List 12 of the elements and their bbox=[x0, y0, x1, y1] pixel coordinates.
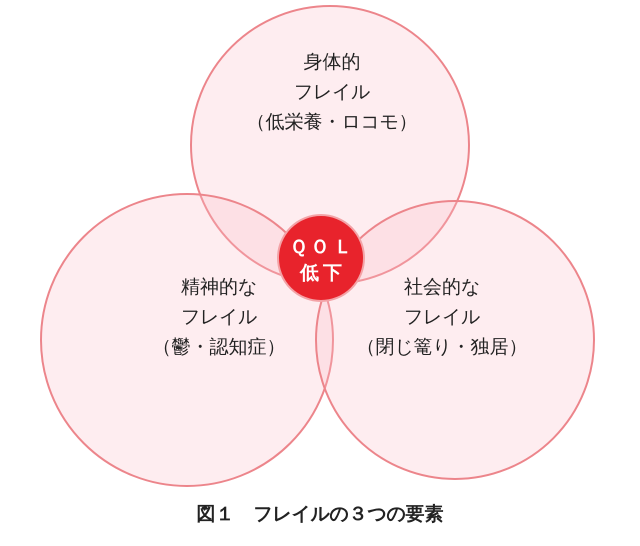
qol-label: 低下 bbox=[300, 261, 346, 286]
frailty-label: （閉じ篭り・独居） bbox=[356, 335, 528, 360]
frailty-label: 社会的な bbox=[404, 275, 480, 300]
frailty-label: フレイル bbox=[294, 80, 370, 105]
frailty-label: フレイル bbox=[404, 305, 480, 330]
frailty-label: （鬱・認知症） bbox=[152, 335, 286, 360]
frailty-label: フレイル bbox=[181, 305, 257, 330]
caption: 図１ フレイルの３つの要素 bbox=[196, 502, 444, 527]
frailty-label: 身体的 bbox=[304, 50, 360, 75]
qol-label: ＱＯＬ bbox=[290, 235, 356, 260]
frailty-label: 精神的な bbox=[181, 275, 257, 300]
frailty-label: （低栄養・ロコモ） bbox=[246, 110, 418, 135]
